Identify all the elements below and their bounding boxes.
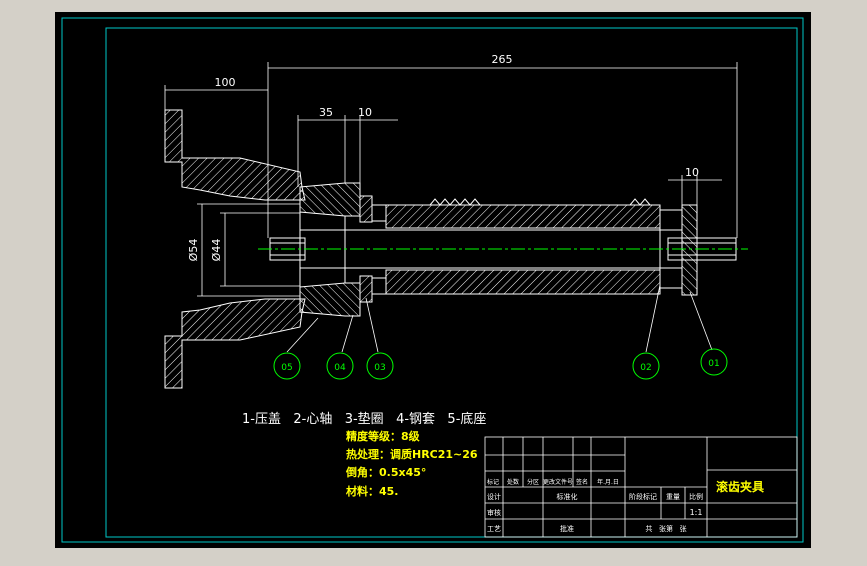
note-chamfer: 倒角：0.5x45° [345,465,426,479]
dim-width-35: 35 [319,106,333,119]
tb-design-label: 设计 [487,492,501,501]
note-material: 材料：45. [346,484,399,498]
dim-width-10-top: 10 [358,106,372,119]
tb-header-date: 年.月.日 [597,478,619,486]
cap-part [667,204,737,296]
balloon-02: 02 [632,352,660,380]
svg-text:02: 02 [640,363,651,373]
tb-scale-value: 1:1 [690,508,703,517]
dim-diameter-inner: Ø44 [210,239,223,262]
dim-overall-length: 265 [492,53,513,66]
tb-header-change: 更改文件号 [543,478,573,486]
note-heat-treatment: 热处理：调质HRC21~26 [346,447,478,461]
base-part-upper [164,109,306,201]
tb-header-mark: 标记 [487,478,499,486]
inner-frame [105,27,798,538]
tb-check-label: 审核 [487,508,501,517]
tb-standardize-label: 标准化 [557,492,578,501]
base-part-lower [164,298,306,389]
note-precision: 精度等级：8级 [346,429,421,443]
svg-text:01: 01 [708,359,719,369]
tb-weight-label: 重量 [666,493,680,501]
tb-stage-mark-label: 阶段标记 [629,492,657,501]
dimension-lines [164,62,738,297]
balloon-05: 05 [273,352,301,380]
drawing-title: 滚齿夹具 [716,479,764,494]
leader-lines [286,284,713,353]
outer-frame [61,17,804,543]
tb-ratio-label: 比例 [689,492,703,501]
tb-header-count: 处数 [507,478,519,486]
dim-left-offset: 100 [215,76,236,89]
dim-width-10-right: 10 [685,166,699,179]
title-block [484,436,798,538]
svg-text:03: 03 [374,363,385,373]
svg-text:05: 05 [281,363,292,373]
tb-process-label: 工艺 [487,525,501,533]
balloon-01: 01 [700,348,728,376]
sleeve-part [299,182,361,317]
parts-legend: 1-压盖 2-心轴 3-垫圈 4-钢套 5-底座 [242,411,486,427]
mandrel-part [300,198,683,295]
svg-text:04: 04 [334,363,346,373]
tb-header-sign: 签名 [576,478,588,486]
balloon-04: 04 [326,352,354,380]
dim-diameter-outer: Ø54 [187,239,200,262]
tb-approve-label: 批准 [560,524,574,533]
balloon-03: 03 [366,352,394,380]
tb-header-zone: 分区 [527,478,539,486]
tb-sheet-label: 共 张第 张 [645,524,686,533]
washer-part [359,195,387,303]
